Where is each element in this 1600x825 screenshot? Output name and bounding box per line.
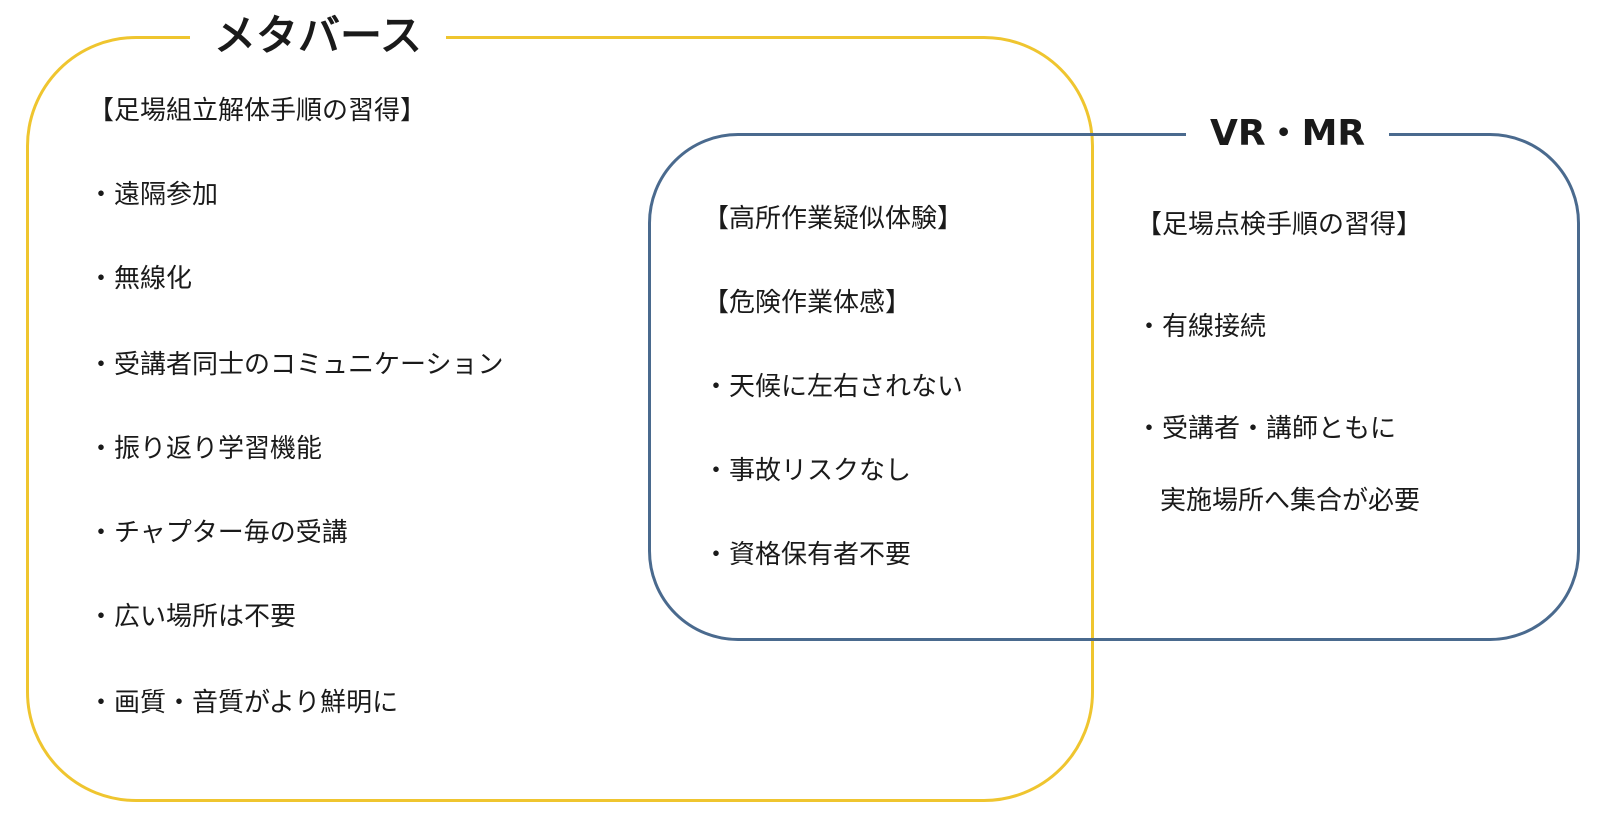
metaverse-heading: 【足場組立解体手順の習得】	[88, 96, 427, 126]
vr-mr-item: ・有線接続	[1136, 312, 1267, 342]
metaverse-item: ・無線化	[88, 264, 193, 294]
overlap-heading: 【高所作業疑似体験】	[703, 204, 964, 234]
metaverse-title: メタバース	[190, 8, 446, 64]
metaverse-item: ・振り返り学習機能	[88, 434, 323, 464]
vr-mr-region	[648, 133, 1580, 641]
vr-mr-heading: 【足場点検手順の習得】	[1136, 210, 1423, 240]
metaverse-item: ・画質・音質がより鮮明に	[88, 688, 399, 718]
metaverse-item: ・チャプター毎の受講	[88, 518, 348, 548]
overlap-heading: 【危険作業体感】	[703, 288, 912, 318]
overlap-item: ・資格保有者不要	[703, 540, 912, 570]
metaverse-item: ・広い場所は不要	[88, 602, 297, 632]
metaverse-item: ・遠隔参加	[88, 180, 219, 210]
vr-mr-item: 実施場所へ集合が必要	[1160, 486, 1421, 516]
vr-mr-title: VR・MR	[1186, 110, 1390, 158]
overlap-item: ・事故リスクなし	[703, 456, 912, 486]
metaverse-item: ・受講者同士のコミュニケーション	[88, 350, 504, 380]
overlap-item: ・天候に左右されない	[703, 372, 964, 402]
vr-mr-item: ・受講者・講師ともに	[1136, 414, 1397, 444]
metaverse-region	[26, 36, 1094, 802]
